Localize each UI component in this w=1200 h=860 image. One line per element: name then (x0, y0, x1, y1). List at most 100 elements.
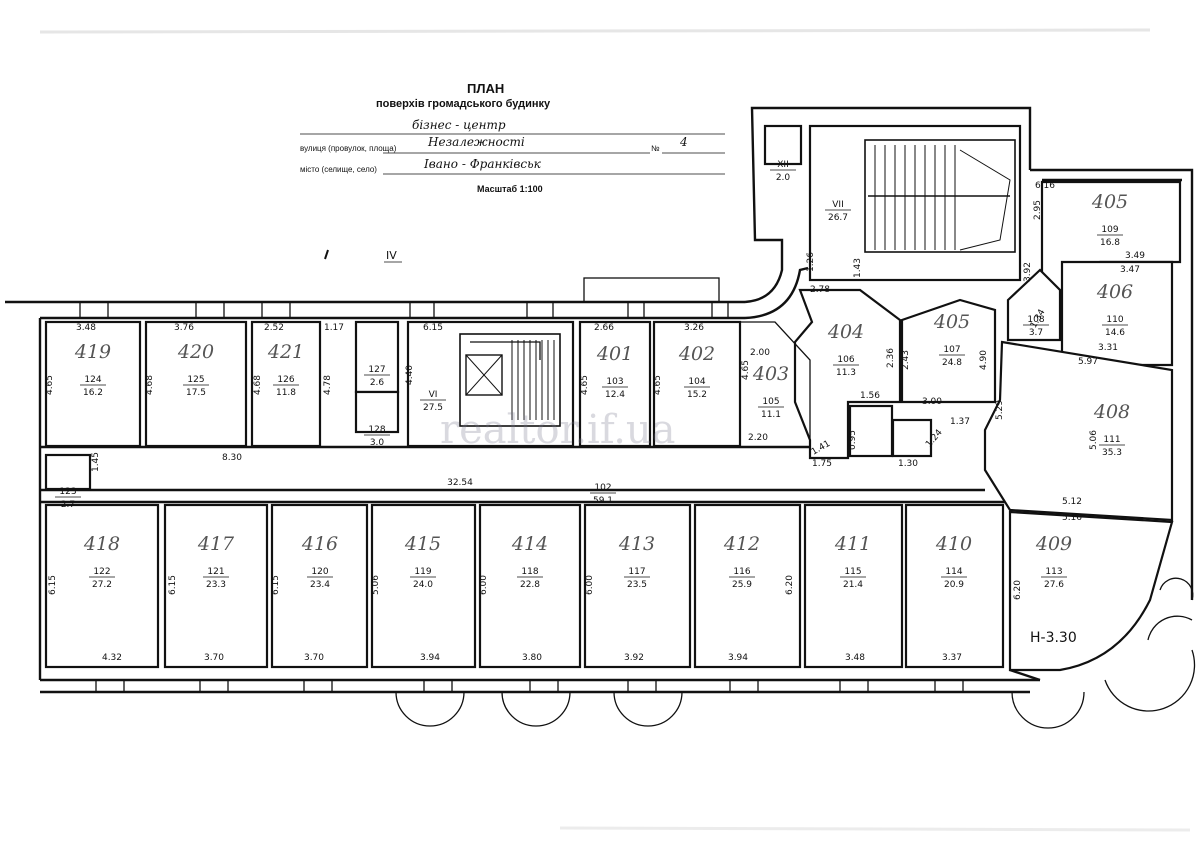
watermark: realtor.if.ua (440, 407, 676, 453)
dimension-label: 5.97 (1078, 357, 1098, 367)
dimension-label: 6.20 (1013, 580, 1023, 600)
dimension-label: 1.26 (806, 252, 816, 272)
room-id: 415 (404, 533, 441, 555)
room-area: 12.4 (605, 390, 625, 400)
dimension-label: 3.70 (304, 653, 324, 663)
height-note: H-3.30 (1030, 630, 1077, 646)
room-number: 113 (1045, 567, 1062, 577)
dimension-label: 3.92 (624, 653, 644, 663)
dimension-label: 5.06 (371, 575, 381, 595)
room-area: 27.5 (423, 403, 443, 413)
room-number: VI (429, 390, 438, 400)
room-id: 404 (827, 321, 864, 343)
dimension-label: 3.70 (204, 653, 224, 663)
dimension-label: 4.90 (979, 350, 989, 370)
room-id: 409 (1035, 533, 1072, 555)
bottom-rooms (44, 503, 1005, 669)
dimension-label: 2.52 (264, 323, 284, 333)
plan-title: ПЛАН (467, 81, 504, 96)
dimension-label: 3.94 (420, 653, 440, 663)
dimension-label: 8.30 (222, 453, 242, 463)
room-area: 26.7 (828, 213, 848, 223)
dimension-label: 3.94 (728, 653, 748, 663)
room-number: 114 (945, 567, 962, 577)
room-area: 3.0 (370, 438, 385, 448)
dimension-label: 32.54 (447, 478, 473, 488)
room-area: 59.1 (593, 496, 613, 506)
dimension-label: 3.48 (76, 323, 96, 333)
scale-label: Масштаб 1:100 (477, 184, 543, 194)
dimension-label: 3.31 (1098, 343, 1118, 353)
room-id: 414 (511, 533, 548, 555)
dimension-label: 5.06 (1089, 430, 1099, 450)
room-number: 125 (187, 375, 204, 385)
room-number: 106 (837, 355, 854, 365)
dimension-label: 3.80 (522, 653, 542, 663)
room-id: 421 (267, 341, 304, 363)
dimension-label: 3.47 (1120, 265, 1140, 275)
room-number: 124 (84, 375, 101, 385)
room-id: 401 (596, 343, 633, 365)
dimension-label: 2.66 (594, 323, 614, 333)
room-area: 11.3 (836, 368, 856, 378)
dimension-label: 3.00 (922, 397, 942, 407)
room-id: 405 (933, 311, 970, 333)
room-area: 14.6 (1105, 328, 1125, 338)
dimension-label: 3.26 (684, 323, 704, 333)
room-area: 11.1 (761, 410, 781, 420)
room-id: 419 (74, 341, 111, 363)
room-number: 119 (414, 567, 431, 577)
room-area: 23.4 (310, 580, 330, 590)
dimension-label: 4.65 (580, 375, 590, 395)
dimension-label: 3.76 (174, 323, 194, 333)
room-area: 2.6 (370, 378, 385, 388)
room-id: 417 (197, 533, 235, 555)
room-number: 102 (594, 483, 611, 493)
room-number: 126 (277, 375, 294, 385)
dimension-label: 6.00 (479, 575, 489, 595)
room-area: 24.0 (413, 580, 433, 590)
room-id: 418 (83, 533, 120, 555)
dimension-label: 2.36 (886, 348, 896, 368)
dimension-label: 4.32 (102, 653, 122, 663)
dimension-label: 5.16 (1062, 513, 1082, 523)
dimension-label: 1.30 (898, 459, 918, 469)
dimension-label: 1.45 (91, 452, 101, 472)
plan-subtitle: поверхів громадського будинку (376, 98, 551, 110)
dimension-label: 6.15 (423, 323, 443, 333)
room-number: 105 (762, 397, 779, 407)
room-area: 23.5 (627, 580, 647, 590)
dimension-label: 0.95 (848, 430, 858, 450)
dimension-label: 4.40 (405, 365, 415, 385)
room-number: XII (777, 160, 788, 170)
room-area: 15.2 (687, 390, 707, 400)
dimension-label: 6.00 (585, 575, 595, 595)
dimension-label: 3.92 (1023, 262, 1033, 282)
room-number: 118 (521, 567, 538, 577)
room-number: 103 (606, 377, 623, 387)
room-number: VII (832, 200, 843, 210)
dimension-label: 4.68 (145, 375, 155, 395)
dimension-label: 1.17 (324, 323, 344, 333)
dimension-label: 6.15 (271, 575, 281, 595)
dimension-label: 3.48 (845, 653, 865, 663)
dimension-label: 2.78 (810, 285, 830, 295)
dimension-label: 5.12 (1062, 497, 1082, 507)
room-number: 127 (368, 365, 385, 375)
dimension-label: 6.20 (785, 575, 795, 595)
dimension-label: 4.65 (45, 375, 55, 395)
room-area: 24.8 (942, 358, 962, 368)
room-area: 35.3 (1102, 448, 1122, 458)
room-labels: 41912416.242012517.542112611.81272.61283… (55, 160, 1133, 590)
dimension-label: 4.78 (323, 375, 333, 395)
room-id: 403 (752, 363, 789, 385)
city-value: Івано - Франківськ (423, 157, 542, 171)
dimension-label: 1.37 (950, 417, 970, 427)
axis-mark: IV (386, 249, 397, 262)
dimension-label: 4.65 (653, 375, 663, 395)
number-label: № (651, 144, 660, 153)
dimension-label: 1.75 (812, 459, 832, 469)
room-id: 406 (1096, 281, 1133, 303)
room-area: 16.8 (1100, 238, 1120, 248)
room-id: 411 (834, 533, 871, 555)
